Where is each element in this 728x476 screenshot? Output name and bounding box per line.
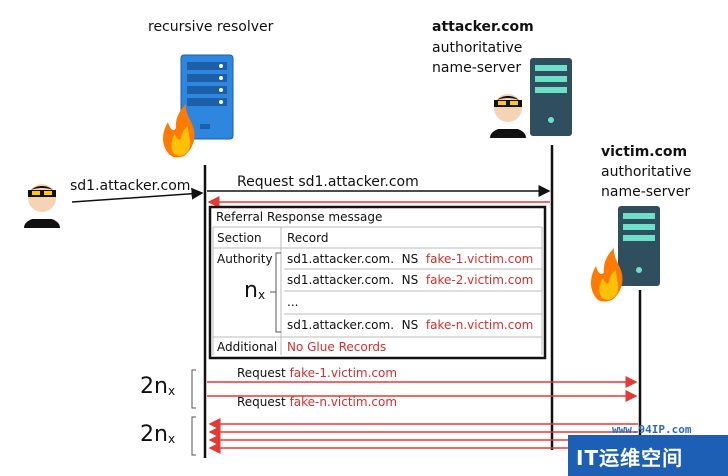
hacker-icon-client: [24, 184, 60, 228]
client-query-arrow: [71, 187, 204, 203]
record-row-2: sd1.attacker.com. NS fake-2.victim.com: [287, 273, 534, 287]
authority-label: Authority: [217, 252, 273, 266]
bracket-bottom: [191, 416, 196, 456]
victim-ns-line3: name-server: [601, 184, 691, 200]
additional-label: Additional: [217, 340, 278, 354]
record-row-ellipsis: ...: [287, 295, 299, 309]
record-row-1: sd1.attacker.com. NS fake-1.victim.com: [287, 252, 534, 266]
client-query-label: sd1.attacker.com: [70, 178, 191, 194]
watermark-url: www.94IP.com: [612, 423, 692, 436]
request-sd1-label: Request sd1.attacker.com: [237, 174, 419, 190]
multiplier-top: 2nx: [140, 374, 176, 399]
record-row-n: sd1.attacker.com. NS fake-n.victim.com: [287, 318, 534, 332]
victim-ns-server-icon: [618, 206, 660, 286]
resolver-server-icon: [180, 54, 234, 140]
fake-req-n-label: Request fake-n.victim.com: [237, 395, 398, 409]
resolver-label: recursive resolver: [148, 19, 274, 35]
victim-ns-line2: authoritative: [601, 164, 692, 180]
attacker-ns-server-icon: [530, 58, 572, 136]
additional-value: No Glue Records: [287, 340, 387, 354]
attacker-ns-line2: authoritative: [432, 40, 523, 56]
attacker-ns-domain: attacker.com: [432, 19, 534, 35]
multiplier-bottom: 2nx: [140, 422, 176, 447]
watermark-banner: [568, 435, 728, 476]
watermark-text: IT运维空间: [576, 446, 684, 470]
hacker-icon-attacker: [490, 94, 526, 138]
referral-box: [208, 205, 547, 360]
victim-ns-domain: victim.com: [601, 144, 688, 160]
header-record: Record: [287, 231, 329, 245]
referral-title: Referral Response message: [216, 210, 383, 224]
header-section: Section: [217, 231, 262, 245]
bracket-top: [191, 369, 196, 409]
fake-req-1-label: Request fake-1.victim.com: [237, 366, 398, 380]
fire-icon: [163, 104, 195, 158]
nx-label: nx: [244, 278, 266, 303]
fire-icon-victim: [591, 248, 623, 302]
attacker-ns-line3: name-server: [432, 60, 522, 76]
